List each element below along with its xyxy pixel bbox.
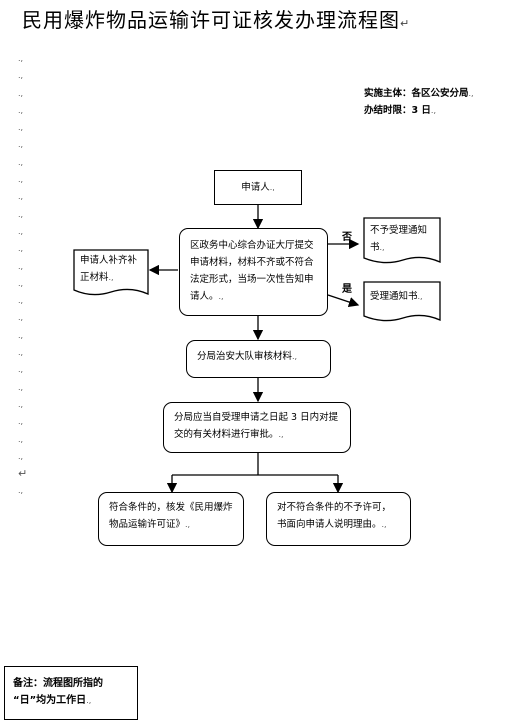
- mark: .,: [218, 292, 224, 301]
- note-box: 备注：流程图所指的 “日”均为工作日.,: [4, 666, 138, 720]
- applicant-text: 申请人: [241, 182, 270, 193]
- page-title: 民用爆炸物品运输许可证核发办理流程图↵: [22, 4, 410, 33]
- margin-mark: .,: [18, 157, 24, 167]
- margin-mark: .,: [18, 226, 24, 236]
- supplement-text: 申请人补齐补正材料: [80, 255, 138, 283]
- margin-mark: .,: [18, 175, 24, 185]
- margin-mark: .,: [18, 278, 24, 288]
- review-text: 分局治安大队审核材料: [197, 351, 293, 362]
- supplement-doc-shape: [73, 249, 149, 296]
- mark: .,: [468, 89, 474, 98]
- note-line-2-wrap: “日”均为工作日.,: [13, 692, 129, 709]
- mark: .,: [269, 183, 275, 192]
- mark: .,: [379, 243, 385, 252]
- margin-mark: .,: [18, 382, 24, 392]
- mark: .,: [381, 520, 387, 529]
- mark: .,: [417, 292, 423, 301]
- paragraph-mark: ↵: [400, 17, 411, 30]
- applicant-box: 申请人.,: [214, 170, 302, 205]
- approve-box: 分局应当自受理申请之日起 3 日内对提交的有关材料进行审批。.,: [163, 402, 351, 453]
- margin-mark: .,: [18, 88, 24, 98]
- center-box: 区政务中心综合办证大厅提交申请材料，材料不齐或不符合法定形式，当场一次性告知申请…: [179, 228, 328, 316]
- info-subject-text: 实施主体：各区公安分局: [364, 88, 469, 99]
- margin-mark: .,: [18, 244, 24, 254]
- review-box: 分局治安大队审核材料.,: [186, 340, 331, 378]
- note-line-1: 备注：流程图所指的: [13, 678, 103, 689]
- title-text: 民用爆炸物品运输许可证核发办理流程图: [22, 8, 400, 32]
- margin-mark: .,: [18, 192, 24, 202]
- label-yes: 是: [342, 284, 352, 295]
- accept-text: 受理通知书: [370, 291, 418, 302]
- margin-mark: ↵: [18, 467, 28, 481]
- mark: .,: [185, 520, 191, 529]
- mark: .,: [292, 352, 298, 361]
- margin-mark: .,: [18, 140, 24, 150]
- label-no: 否: [342, 232, 352, 243]
- margin-mark: .,: [18, 417, 24, 427]
- supplement-doc: 申请人补齐补正材料.,: [80, 252, 144, 286]
- margin-mark: .,: [18, 54, 24, 63]
- accept-doc: 受理通知书.,: [370, 288, 436, 305]
- margin-mark: .,: [18, 209, 24, 219]
- margin-mark: .,: [18, 330, 24, 340]
- deny-text: 对不符合条件的不予许可，书面向申请人说明理由。: [277, 502, 392, 530]
- margin-mark: .,: [18, 365, 24, 375]
- margin-mark: .,: [18, 123, 24, 133]
- center-text: 区政务中心综合办证大厅提交申请材料，材料不齐或不符合法定形式，当场一次性告知申请…: [190, 240, 314, 302]
- reject-doc: 不予受理通知书.,: [370, 222, 436, 256]
- reject-text: 不予受理通知书: [370, 225, 428, 253]
- margin-mark: .,: [18, 296, 24, 306]
- margin-mark: .,: [18, 434, 24, 444]
- arrow-center-to-accept: [327, 294, 360, 308]
- margin-mark: .,: [18, 105, 24, 115]
- reject-doc-shape: [363, 217, 441, 264]
- deny-box: 对不符合条件的不予许可，书面向申请人说明理由。.,: [266, 492, 411, 546]
- margin-mark: .,: [18, 313, 24, 323]
- margin-marks: .,.,.,.,.,.,.,.,.,.,.,.,.,.,.,.,.,.,.,.,…: [18, 54, 34, 505]
- note-line-2: “日”均为工作日: [13, 695, 87, 706]
- margin-mark: .,: [18, 451, 24, 461]
- margin-mark: .,: [18, 261, 24, 271]
- info-deadline: 办结时限：3 日.,: [364, 102, 436, 116]
- info-deadline-text: 办结时限：3 日: [364, 105, 431, 116]
- margin-mark: .,: [18, 486, 24, 496]
- mark: .,: [278, 430, 284, 439]
- mark: .,: [86, 696, 92, 705]
- approve-text: 分局应当自受理申请之日起 3 日内对提交的有关材料进行审批。: [174, 412, 339, 440]
- grant-text: 符合条件的，核发《民用爆炸物品运输许可证》: [109, 502, 233, 530]
- margin-mark: .,: [18, 348, 24, 358]
- margin-mark: .,: [18, 399, 24, 409]
- info-subject: 实施主体：各区公安分局.,: [364, 85, 474, 99]
- mark: .,: [430, 106, 437, 115]
- margin-mark: .,: [18, 71, 24, 81]
- mark: .,: [108, 273, 114, 282]
- accept-doc-shape: [363, 281, 441, 322]
- grant-box: 符合条件的，核发《民用爆炸物品运输许可证》.,: [98, 492, 244, 546]
